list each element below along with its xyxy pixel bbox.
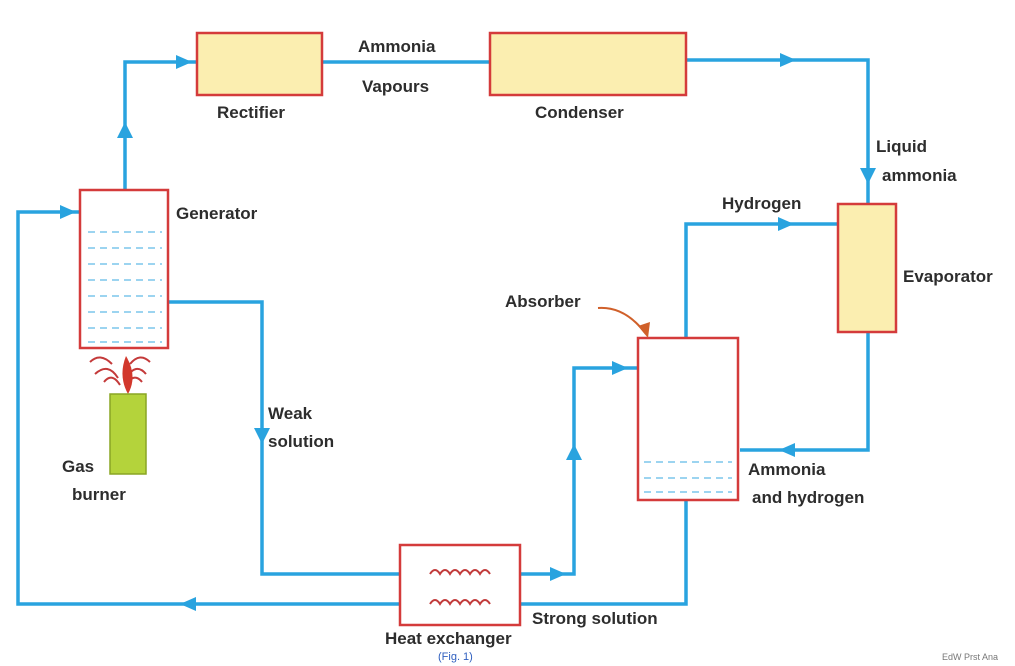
pipe-generator-rectifier [123, 60, 197, 190]
arrow-left-ammonia [779, 443, 795, 457]
arrow-left-return [180, 597, 196, 611]
flame-lines [89, 356, 151, 386]
rectifier-box [195, 31, 324, 97]
heat-exchanger-box [398, 543, 522, 627]
rectifier-label: Rectifier [217, 103, 285, 122]
burner-label: burner [72, 485, 126, 504]
arrow-right-hx-out [550, 567, 566, 581]
absorber-pointer [597, 306, 647, 335]
pipe-ammonia-hydrogen [740, 332, 870, 452]
gas-burner [89, 356, 151, 475]
hydrogen-label: Hydrogen [722, 194, 801, 213]
and-hydrogen-label: and hydrogen [752, 488, 864, 507]
pipe-condenser-evaporator [686, 58, 870, 204]
pipe-strong-solution [520, 500, 688, 606]
liquid-label: Liquid [876, 137, 927, 156]
absorber-box [636, 336, 740, 502]
coil-top [429, 569, 491, 576]
generator-label: Generator [176, 204, 258, 223]
arrow-right-condenser [780, 53, 796, 67]
pipe-return-generator [16, 210, 400, 606]
vapours-label: Vapours [362, 77, 429, 96]
ammonia-and-label: Ammonia [748, 460, 826, 479]
watermark: EdW Prst Ana [942, 652, 998, 662]
burner-body [109, 393, 147, 475]
ammonia-liquid-label: ammonia [882, 166, 957, 185]
arrow-right-hydrogen [778, 217, 794, 231]
flame-icon [122, 356, 133, 394]
pipe-strong-to-absorber [520, 366, 638, 576]
figure-caption: (Fig. 1) [438, 651, 473, 663]
condenser-label: Condenser [535, 103, 624, 122]
condenser-box [488, 31, 688, 97]
arrow-down-liquid [860, 168, 876, 184]
evaporator-label: Evaporator [903, 267, 993, 286]
arrow-up-generator [117, 122, 133, 138]
absorber [597, 306, 740, 502]
heat-exchanger-label: Heat exchanger [385, 629, 512, 648]
weak-label: Weak [268, 404, 313, 423]
ammonia-label: Ammonia [358, 37, 436, 56]
arrow-right-rectifier [176, 55, 192, 69]
generator-box [78, 188, 170, 350]
absorber-pointer-head [638, 322, 650, 338]
arrow-right-generator [60, 205, 76, 219]
arrow-down-weak [254, 428, 270, 444]
flow-arrows [60, 53, 876, 611]
absorber-label: Absorber [505, 292, 581, 311]
strong-solution-label: Strong solution [532, 609, 658, 628]
generator [78, 188, 170, 350]
heat-exchanger [398, 543, 522, 627]
gas-label: Gas [62, 457, 94, 476]
labels: Rectifier Condenser Ammonia Vapours Liqu… [62, 37, 998, 663]
pipe-hydrogen [684, 222, 838, 338]
evaporator-box [836, 202, 898, 334]
coil-bottom [429, 599, 491, 606]
arrow-right-absorber [612, 361, 628, 375]
solution-label: solution [268, 432, 334, 451]
arrow-up-strong [566, 444, 582, 460]
